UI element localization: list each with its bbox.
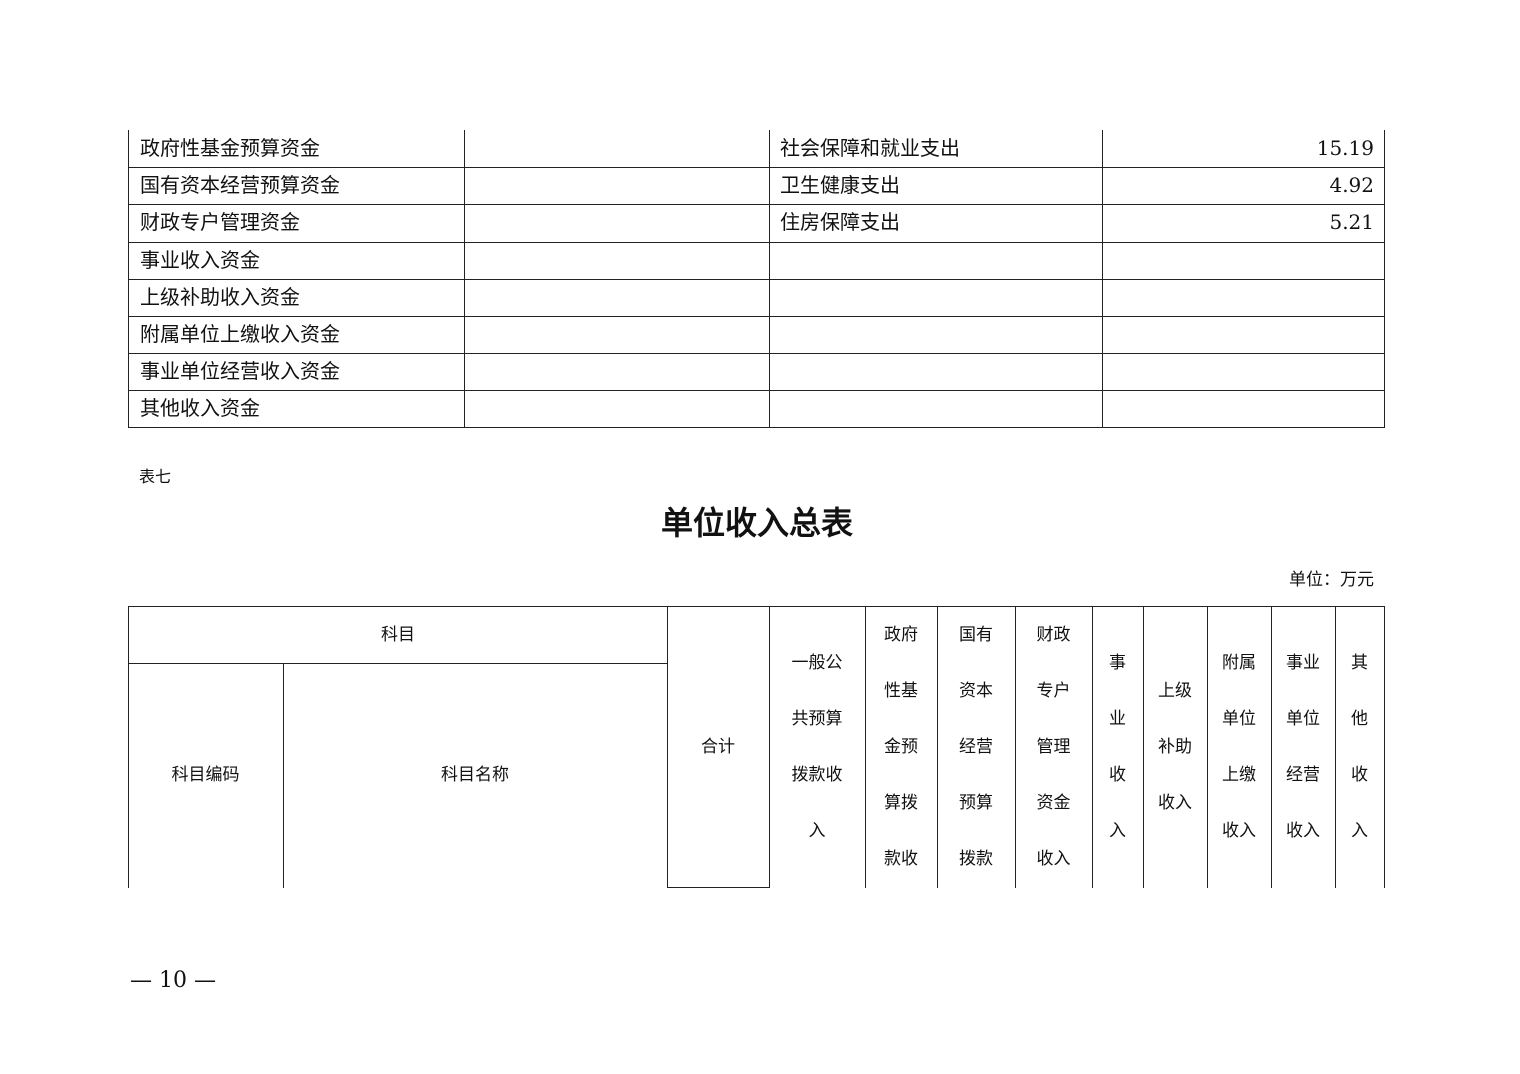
- header-line: 收: [1351, 764, 1368, 785]
- header-income-column: 上级补助收入: [1143, 606, 1207, 887]
- header-income-column: 事业单位经营收入: [1271, 606, 1335, 887]
- header-line: 入: [1351, 820, 1368, 841]
- header-income-column: 国有资本经营预算拨款: [937, 606, 1015, 887]
- header-line: 收入: [1286, 820, 1320, 841]
- table-cell-income-item: 事业单位经营收入资金: [140, 359, 340, 383]
- header-line: 管理: [1036, 736, 1071, 757]
- table-cell-expense-amount: 5.21: [1329, 210, 1374, 234]
- header-subject-code-label: 科目编码: [171, 765, 240, 785]
- table-cell-expense-item: [780, 242, 1090, 279]
- table-cell-income-amount: [470, 390, 760, 427]
- table-cell-expense-amount: [1108, 390, 1374, 427]
- table-cell-income-amount: [470, 167, 760, 204]
- table-cell-expense-amount: 4.92: [1329, 173, 1374, 197]
- table-cell-income-amount: [470, 130, 760, 167]
- header-income-column: 一般公共预算拨款收入: [769, 606, 865, 887]
- header-line: 收入: [1158, 792, 1192, 813]
- header-line: 资本: [959, 680, 993, 701]
- header-line: 金预: [884, 736, 918, 757]
- table-cell-income-amount: [470, 353, 760, 390]
- header-line: 财政: [1036, 624, 1071, 645]
- table-cell-income-item: 上级补助收入资金: [140, 285, 300, 309]
- header-line: 拨款: [959, 848, 993, 869]
- header-subject: 科目: [128, 606, 668, 663]
- table-cell-income-amount: [470, 279, 760, 316]
- header-line: 专户: [1036, 680, 1071, 701]
- header-line: 收: [1109, 764, 1126, 785]
- header-line: 算拨: [884, 792, 918, 813]
- header-line: 款收: [884, 848, 918, 869]
- table-cell-expense-amount: [1108, 353, 1374, 390]
- table-cell-income-item: 其他收入资金: [140, 396, 260, 420]
- header-line: 一般公: [791, 652, 843, 673]
- header-line: 收入: [1036, 848, 1071, 869]
- header-total-label: 合计: [701, 736, 735, 757]
- unit-label: 单位：万元: [1289, 570, 1374, 590]
- header-line: 入: [808, 820, 826, 841]
- header-line: 国有: [959, 624, 993, 645]
- header-line: 业: [1109, 708, 1126, 729]
- header-income-column: 政府性基金预算拨款收: [865, 606, 937, 887]
- table-cell-expense-item: [780, 316, 1090, 353]
- header-line: 单位: [1222, 708, 1256, 729]
- table-cell-income-amount: [470, 204, 760, 241]
- table-cell-expense-amount: [1108, 316, 1374, 353]
- header-line: 入: [1109, 820, 1126, 841]
- header-income-column: 其他收入: [1335, 606, 1384, 887]
- header-subject-name-label: 科目名称: [441, 765, 509, 785]
- header-line: 附属: [1222, 652, 1256, 673]
- page-number: — 10 —: [130, 968, 216, 993]
- table-cell-income-item: 财政专户管理资金: [140, 210, 300, 234]
- table-cell-income-item: 国有资本经营预算资金: [140, 173, 340, 197]
- header-line: 事: [1109, 652, 1126, 673]
- header-line: 他: [1351, 708, 1368, 729]
- table-cell-income-item: 附属单位上缴收入资金: [140, 322, 340, 346]
- header-subject-code: 科目编码: [128, 663, 283, 887]
- table-cell-expense-item: [780, 390, 1090, 427]
- table-cell-expense-item: 住房保障支出: [780, 210, 900, 234]
- page-title: 单位收入总表: [660, 504, 853, 542]
- header-line: 收入: [1222, 820, 1256, 841]
- header-line: 资金: [1036, 792, 1071, 813]
- header-line: 单位: [1286, 708, 1320, 729]
- header-subject-label: 科目: [381, 624, 415, 645]
- header-line: 政府: [884, 624, 918, 645]
- table-cell-income-item: 政府性基金预算资金: [140, 136, 320, 160]
- table-cell-expense-item: 卫生健康支出: [780, 173, 900, 197]
- table-cell-expense-item: [780, 279, 1090, 316]
- header-line: 补助: [1158, 736, 1192, 757]
- header-income-column: 财政专户管理资金收入: [1015, 606, 1092, 887]
- header-line: 经营: [1286, 764, 1320, 785]
- table-cell-expense-amount: [1108, 242, 1374, 279]
- header-income-column: 事业收入: [1092, 606, 1143, 887]
- table-cell-expense-item: 社会保障和就业支出: [780, 136, 960, 160]
- header-line: 性基: [884, 680, 918, 701]
- table-cell-expense-item: [780, 353, 1090, 390]
- table-cell-income-amount: [470, 242, 760, 279]
- header-subject-name: 科目名称: [283, 663, 667, 887]
- header-income-column: 附属单位上缴收入: [1207, 606, 1271, 887]
- header-line: 上缴: [1222, 764, 1256, 785]
- header-total: 合计: [667, 606, 769, 887]
- table-label: 表七: [139, 467, 172, 486]
- header-line: 经营: [959, 736, 993, 757]
- header-line: 拨款收: [791, 764, 843, 785]
- table-cell-income-item: 事业收入资金: [140, 248, 260, 272]
- header-line: 共预算: [791, 708, 843, 729]
- table-cell-expense-amount: [1108, 279, 1374, 316]
- header-line: 其: [1351, 652, 1368, 673]
- table-cell-expense-amount: 15.19: [1316, 136, 1374, 160]
- header-line: 事业: [1286, 652, 1320, 673]
- header-line: 上级: [1158, 680, 1192, 701]
- table-cell-income-amount: [470, 316, 760, 353]
- header-line: 预算: [959, 792, 993, 813]
